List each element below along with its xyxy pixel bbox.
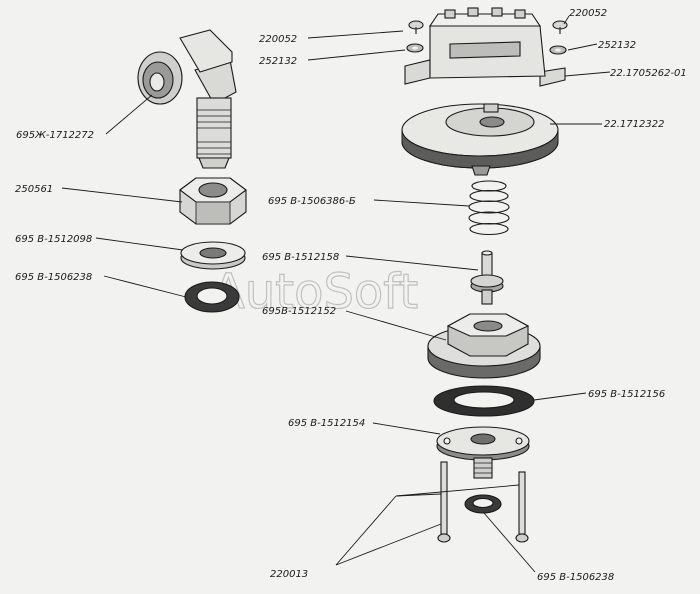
spring-part xyxy=(468,180,510,236)
watermark-text: AutoSoft xyxy=(212,264,418,320)
screw-left-part xyxy=(408,20,424,34)
gasket-part xyxy=(433,385,535,417)
long-screw-right-part xyxy=(515,471,529,543)
label-washer-top-left: 252132 xyxy=(259,56,297,67)
label-rubber-ring-top: 695 В-1506238 xyxy=(15,272,92,283)
label-gasket: 695 В-1512156 xyxy=(588,389,665,400)
hex-nut-part xyxy=(179,177,247,225)
label-long-screws: 220013 xyxy=(270,569,308,580)
contact-disc-part xyxy=(401,103,559,176)
label-pin: 695 В-1512158 xyxy=(262,252,339,263)
label-washer-top-right: 252132 xyxy=(598,40,636,51)
washer-part xyxy=(180,241,246,270)
label-screw-top-left: 220052 xyxy=(259,34,297,45)
label-cover: 22.1705262-01 xyxy=(610,68,687,79)
base-plate-part xyxy=(436,426,530,479)
label-housing: 695В-1512152 xyxy=(262,306,336,317)
label-nut: 250561 xyxy=(15,184,53,195)
washer-right-part xyxy=(549,45,567,55)
label-base-plate: 695 В-1512154 xyxy=(288,418,365,429)
label-rubber-ring-bottom: 695 В-1506238 xyxy=(537,572,614,583)
cover-part xyxy=(404,7,566,87)
washer-left-part xyxy=(406,43,424,53)
leader-lines xyxy=(61,15,611,573)
label-washer: 695 В-1512098 xyxy=(15,234,92,245)
elbow-fitting-part xyxy=(137,29,237,169)
screw-right-part xyxy=(552,20,568,34)
label-disc: 22.1712322 xyxy=(604,119,664,130)
pin-part xyxy=(470,250,504,305)
rubber-ring-top-part xyxy=(184,281,240,313)
long-screw-left-part xyxy=(437,461,451,543)
label-spring: 695 В-1506386-Б xyxy=(268,196,356,207)
label-elbow: 695Ж-1712272 xyxy=(16,130,94,141)
rubber-ring-bottom-part xyxy=(464,494,502,514)
label-screw-top-right: 220052 xyxy=(569,8,607,19)
housing-part xyxy=(427,313,541,379)
